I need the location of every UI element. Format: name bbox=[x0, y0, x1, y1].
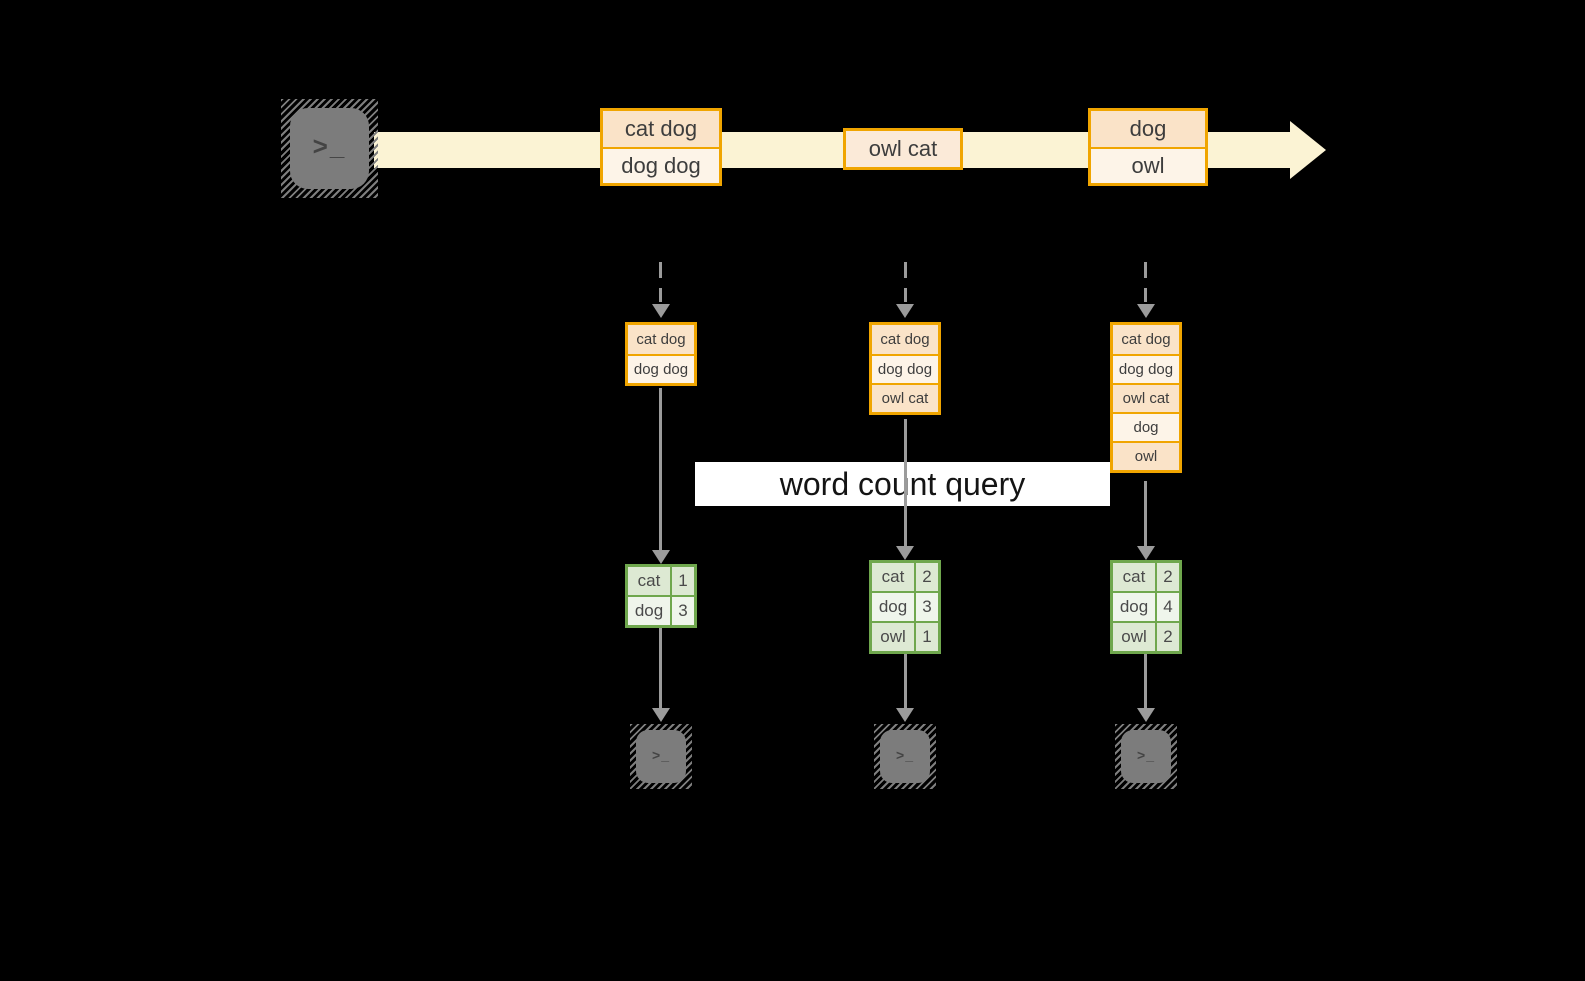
buffer-record: cat dog bbox=[1113, 325, 1179, 354]
word-cell: cat bbox=[628, 567, 670, 595]
ingest-arrow bbox=[659, 262, 662, 302]
count-cell: 2 bbox=[914, 563, 938, 591]
word-cell: cat bbox=[1113, 563, 1155, 591]
record-buffer: cat dog dog dog owl cat dog owl bbox=[1110, 322, 1182, 473]
buffer-record: dog dog bbox=[872, 354, 938, 383]
stream-record: dog dog bbox=[603, 147, 719, 183]
terminal-prompt-glyph: >_ bbox=[312, 131, 347, 161]
arrow-head-icon bbox=[652, 304, 670, 318]
buffer-record: dog dog bbox=[628, 354, 694, 383]
arrow-head-icon bbox=[652, 708, 670, 722]
count-cell: 2 bbox=[1155, 623, 1179, 651]
buffer-record: owl cat bbox=[1113, 383, 1179, 412]
buffer-record-label: cat dog bbox=[880, 331, 930, 348]
word-cell: cat bbox=[872, 563, 914, 591]
count-cell: 1 bbox=[670, 567, 694, 595]
output-arrow bbox=[904, 654, 907, 708]
stream-record-batch: cat dog dog dog bbox=[600, 108, 722, 186]
stream-record-label: cat dog bbox=[624, 116, 698, 141]
ingest-arrow bbox=[1144, 262, 1147, 302]
buffer-record-label: owl cat bbox=[881, 390, 929, 407]
arrow-head-icon bbox=[896, 304, 914, 318]
terminal-prompt-glyph: >_ bbox=[1137, 746, 1155, 763]
query-arrow bbox=[659, 388, 662, 550]
buffer-record-label: owl cat bbox=[1122, 390, 1170, 407]
stream-record: dog bbox=[1091, 111, 1205, 147]
terminal-source-icon: >_ bbox=[281, 99, 378, 198]
record-buffer: cat dog dog dog bbox=[625, 322, 697, 386]
arrow-head-icon bbox=[1137, 708, 1155, 722]
count-cell: 1 bbox=[914, 623, 938, 651]
stream-record-label: dog bbox=[1129, 116, 1167, 141]
record-buffer: cat dog dog dog owl cat bbox=[869, 322, 941, 415]
buffer-record-label: cat dog bbox=[1121, 331, 1171, 348]
stream-record-label: owl cat bbox=[868, 136, 938, 161]
arrow-head-icon bbox=[1137, 304, 1155, 318]
buffer-record-label: dog bbox=[1133, 419, 1159, 436]
word-cell: dog bbox=[872, 593, 914, 621]
stream-record: owl cat bbox=[846, 131, 960, 167]
buffer-record: cat dog bbox=[628, 325, 694, 354]
buffer-record: dog bbox=[1113, 412, 1179, 441]
count-cell: 3 bbox=[670, 597, 694, 625]
buffer-record: owl cat bbox=[872, 383, 938, 412]
count-cell: 4 bbox=[1155, 593, 1179, 621]
arrow-head-icon bbox=[896, 546, 914, 560]
terminal-prompt-glyph: >_ bbox=[652, 746, 670, 763]
arrow-head-icon bbox=[1137, 546, 1155, 560]
buffer-record: owl bbox=[1113, 441, 1179, 470]
buffer-record-label: dog dog bbox=[877, 361, 933, 378]
stream-record-label: dog dog bbox=[621, 153, 701, 178]
terminal-sink-icon: >_ bbox=[1115, 724, 1177, 789]
query-arrow bbox=[1144, 481, 1147, 546]
terminal-sink-icon: >_ bbox=[874, 724, 936, 789]
stream-record-label: owl bbox=[1131, 153, 1165, 178]
stream-record-batch: owl cat bbox=[843, 128, 963, 170]
output-arrow bbox=[1144, 654, 1147, 708]
terminal-prompt-glyph: >_ bbox=[896, 746, 914, 763]
output-arrow bbox=[659, 628, 662, 708]
terminal-body: >_ bbox=[290, 108, 369, 189]
word-cell: owl bbox=[872, 623, 914, 651]
ingest-arrow bbox=[904, 262, 907, 302]
buffer-record-label: dog dog bbox=[633, 361, 689, 378]
stream-record-batch: dog owl bbox=[1088, 108, 1208, 186]
terminal-body: >_ bbox=[880, 730, 930, 783]
buffer-record-label: cat dog bbox=[636, 331, 686, 348]
query-arrow bbox=[904, 419, 907, 546]
buffer-record: cat dog bbox=[872, 325, 938, 354]
query-banner: word count query bbox=[695, 462, 1110, 506]
word-cell: dog bbox=[1113, 593, 1155, 621]
arrow-head-icon bbox=[652, 550, 670, 564]
stream-record: cat dog bbox=[603, 111, 719, 147]
stream-record: owl bbox=[1091, 147, 1205, 183]
stream-arrowhead-icon bbox=[1290, 121, 1326, 179]
terminal-sink-icon: >_ bbox=[630, 724, 692, 789]
arrow-head-icon bbox=[896, 708, 914, 722]
count-cell: 3 bbox=[914, 593, 938, 621]
count-cell: 2 bbox=[1155, 563, 1179, 591]
word-cell: dog bbox=[628, 597, 670, 625]
buffer-record: dog dog bbox=[1113, 354, 1179, 383]
terminal-body: >_ bbox=[1121, 730, 1171, 783]
word-cell: owl bbox=[1113, 623, 1155, 651]
buffer-record-label: owl bbox=[1134, 448, 1158, 465]
terminal-body: >_ bbox=[636, 730, 686, 783]
buffer-record-label: dog dog bbox=[1118, 361, 1174, 378]
